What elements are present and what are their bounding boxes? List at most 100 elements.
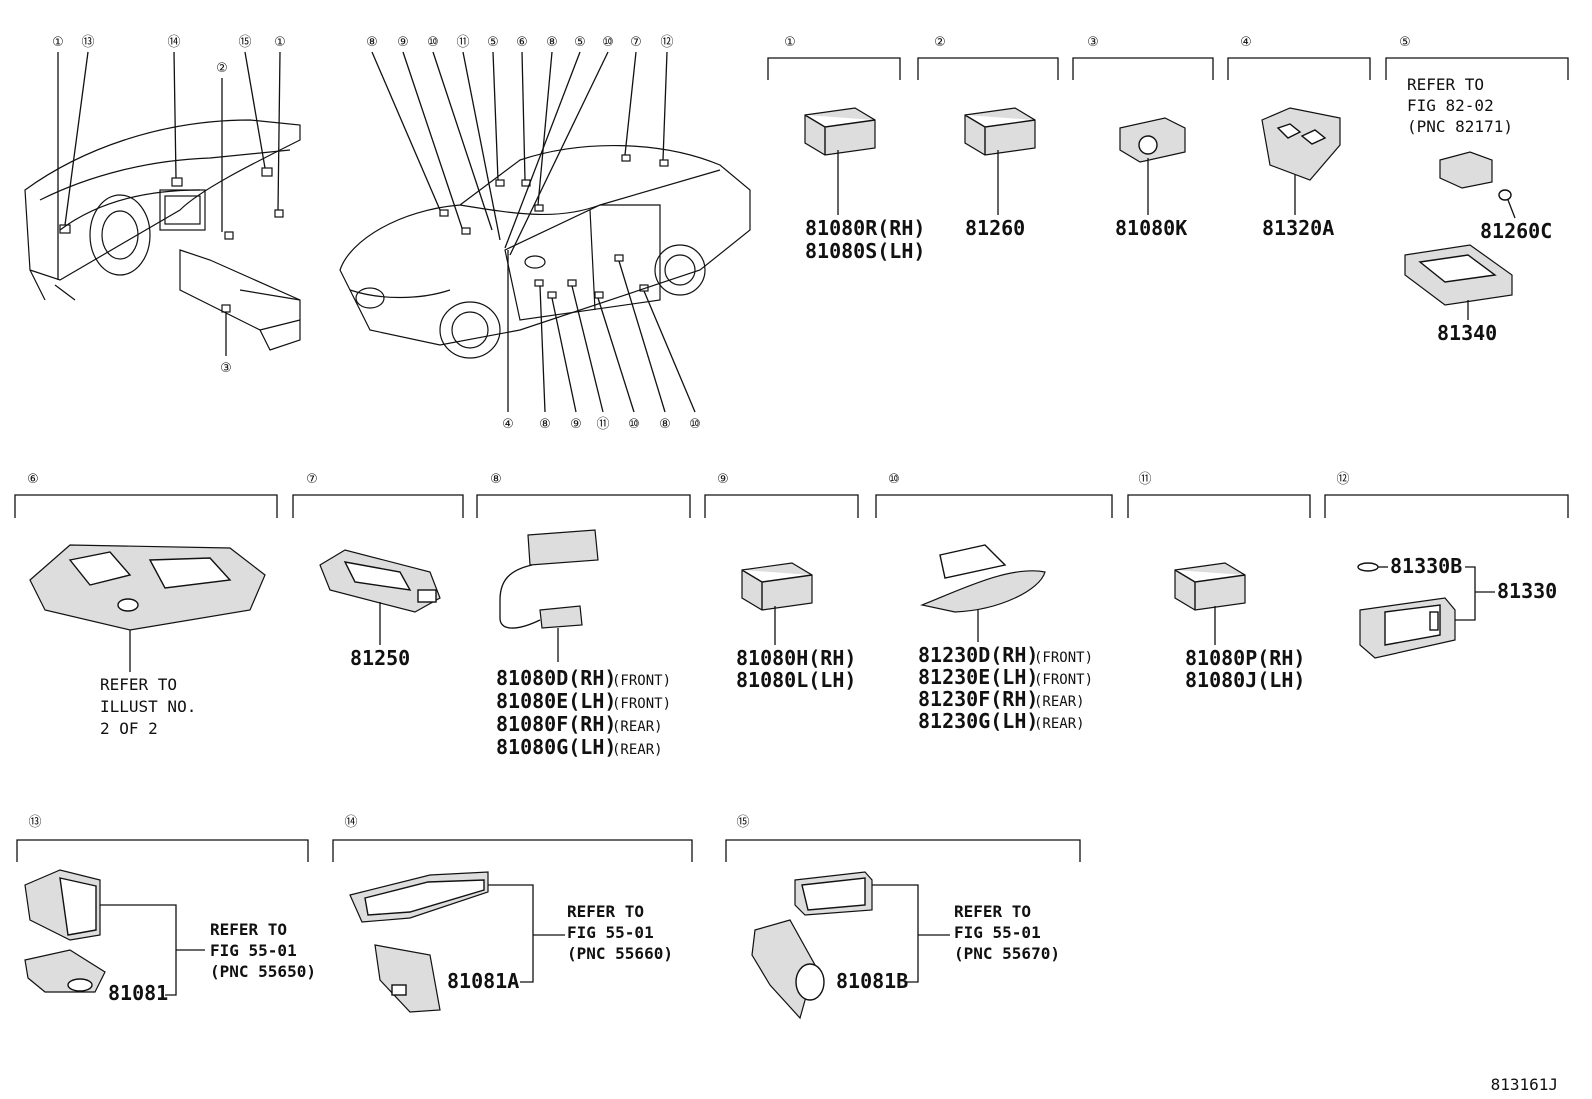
callout: ⑪	[456, 35, 469, 50]
part-number: 81320A	[1262, 216, 1334, 240]
refer-text: FIG 55-01	[210, 941, 297, 960]
section-number: ⑮	[736, 815, 749, 830]
section-4: ④ 81320A	[1227, 35, 1371, 240]
car-callouts: ⑧ ⑨ ⑩ ⑪ ⑤ ⑥ ⑧ ⑤ ⑩ ⑦ ⑫ ④ ⑧ ⑨ ⑪ ⑩ ⑧ ⑩	[366, 35, 701, 432]
refer-text: (PNC 55650)	[210, 962, 316, 981]
part-number: 81080L(LH)	[736, 668, 856, 692]
part-number: 81080S(LH)	[805, 239, 925, 263]
part-number: 81080R(RH)	[805, 216, 925, 240]
section-number: ⑫	[1336, 472, 1349, 487]
section-5: ⑤ REFER TO FIG 82-02 (PNC 82171) 81260C …	[1385, 35, 1569, 345]
part-number: 81080F(RH)	[496, 712, 616, 736]
callout: ⑦	[630, 35, 642, 50]
part-number: 81080E(LH)	[496, 689, 616, 713]
callout: ⑨	[570, 417, 582, 432]
callout: ⑤	[574, 35, 586, 50]
position-note: (REAR)	[612, 719, 663, 735]
part-number: 81230E(LH)	[918, 665, 1038, 689]
section-number: ⑧	[490, 472, 502, 487]
callout: ⑧	[539, 417, 551, 432]
callout: ⑩	[427, 35, 439, 50]
part-number: 81080J(LH)	[1185, 668, 1305, 692]
section-15: ⑮ 81081B REFER TO FIG 55-01 (PNC 55670)	[725, 815, 1081, 1020]
callout: ⑩	[628, 417, 640, 432]
section-number: ⑪	[1138, 472, 1151, 487]
callout: ⑧	[659, 417, 671, 432]
part-number: 81080K	[1115, 216, 1187, 240]
refer-text: (PNC 55660)	[567, 944, 673, 963]
callout: ⑫	[660, 35, 673, 50]
refer-text: REFER TO	[1407, 75, 1484, 94]
section-number: ③	[1087, 35, 1099, 50]
refer-text: REFER TO	[567, 902, 644, 921]
part-number: 81080D(RH)	[496, 666, 616, 690]
part-number: 81330B	[1390, 554, 1462, 578]
position-note: (REAR)	[612, 742, 663, 758]
section-number: ⑨	[717, 472, 729, 487]
section-number: ⑭	[344, 815, 357, 830]
section-number: ⑥	[27, 472, 39, 487]
callout: ⑧	[366, 35, 378, 50]
refer-text: (PNC 82171)	[1407, 117, 1513, 136]
callout: ③	[220, 361, 232, 376]
section-number: ⑩	[888, 472, 900, 487]
section-6: ⑥ REFER TO ILLUST NO. 2 OF 2	[14, 472, 278, 738]
callout: ⑩	[689, 417, 701, 432]
callout: ⑨	[397, 35, 409, 50]
part-number: 81080G(LH)	[496, 735, 616, 759]
section-1: ① 81080R(RH) 81080S(LH)	[767, 35, 925, 263]
part-number: 81080P(RH)	[1185, 646, 1305, 670]
section-2: ② 81260	[917, 35, 1059, 240]
refer-text: REFER TO	[100, 675, 177, 694]
part-number: 81230G(LH)	[918, 709, 1038, 733]
refer-text: (PNC 55670)	[954, 944, 1060, 963]
refer-text: REFER TO	[954, 902, 1031, 921]
position-note: (REAR)	[1034, 716, 1085, 732]
section-number: ⑦	[306, 472, 318, 487]
part-number: 81081A	[447, 969, 519, 993]
callout: ④	[502, 417, 514, 432]
part-number: 81080H(RH)	[736, 646, 856, 670]
callout: ⑬	[81, 35, 94, 50]
callout: ⑩	[602, 35, 614, 50]
section-11: ⑪ 81080P(RH) 81080J(LH)	[1127, 472, 1311, 692]
part-number: 81260	[965, 216, 1025, 240]
callout: ①	[274, 35, 286, 50]
section-13: ⑬ 81081 REFER TO FIG 55-01 (PNC 55650)	[16, 815, 316, 1005]
section-3: ③ 81080K	[1072, 35, 1214, 240]
section-7: ⑦ 81250	[292, 472, 464, 670]
section-number: ②	[934, 35, 946, 50]
refer-text: FIG 55-01	[567, 923, 654, 942]
callout: ⑤	[487, 35, 499, 50]
section-10: ⑩ 81230D(RH) (FRONT) 81230E(LH) (FRONT) …	[875, 472, 1113, 733]
part-number: 81260C	[1480, 219, 1552, 243]
interior-callouts: ① ⑬ ⑭ ⑮ ① ② ③	[52, 35, 286, 376]
section-8: ⑧ 81080D(RH) (FRONT) 81080E(LH) (FRONT) …	[476, 472, 691, 759]
part-number: 81330	[1497, 579, 1557, 603]
section-12: ⑫ 81330B 81330	[1324, 472, 1569, 659]
car-overview	[339, 51, 751, 413]
refer-text: REFER TO	[210, 920, 287, 939]
section-number: ①	[784, 35, 796, 50]
position-note: (FRONT)	[612, 673, 671, 689]
position-note: (FRONT)	[1034, 672, 1093, 688]
section-9: ⑨ 81080H(RH) 81080L(LH)	[704, 472, 859, 692]
position-note: (FRONT)	[612, 696, 671, 712]
figure-code: 813161J	[1491, 1075, 1558, 1094]
position-note: (FRONT)	[1034, 650, 1093, 666]
callout: ⑪	[596, 417, 609, 432]
refer-text: FIG 55-01	[954, 923, 1041, 942]
part-number: 81230F(RH)	[918, 687, 1038, 711]
section-number: ④	[1240, 35, 1252, 50]
part-number: 81081	[108, 981, 168, 1005]
dashboard-overview	[24, 51, 301, 356]
section-14: ⑭ 81081A REFER TO FIG 55-01 (PNC 55660)	[332, 815, 693, 1013]
refer-text: ILLUST NO.	[100, 697, 196, 716]
callout: ①	[52, 35, 64, 50]
callout: ⑮	[238, 35, 251, 50]
callout: ⑭	[167, 35, 180, 50]
callout: ⑥	[516, 35, 528, 50]
section-number: ⑬	[28, 815, 41, 830]
callout: ②	[216, 61, 228, 76]
